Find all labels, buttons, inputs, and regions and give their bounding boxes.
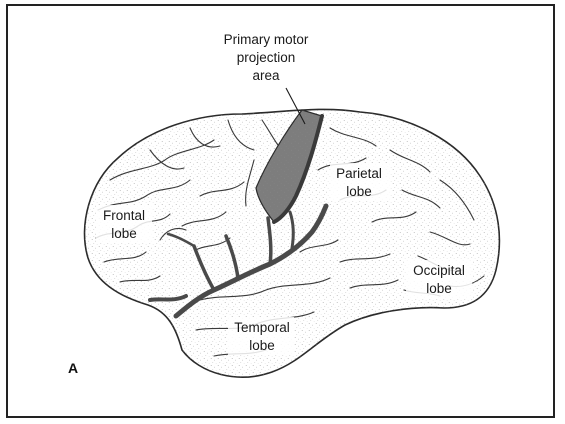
label-motor-line1: Primary motor — [224, 32, 309, 47]
label-occipital-line1: Occipital — [413, 263, 465, 278]
label-frontal-line1: Frontal — [103, 208, 145, 223]
label-parietal-line1: Parietal — [336, 166, 382, 181]
label-occipital-line2: lobe — [426, 281, 452, 296]
label-parietal-line2: lobe — [346, 184, 372, 199]
label-temporal-line1: Temporal — [234, 320, 290, 335]
label-frontal-line2: lobe — [111, 226, 137, 241]
label-motor-line3: area — [252, 68, 280, 83]
label-motor-line2: projection — [237, 50, 296, 65]
panel-letter: A — [68, 360, 78, 376]
label-temporal-line2: lobe — [249, 338, 275, 353]
